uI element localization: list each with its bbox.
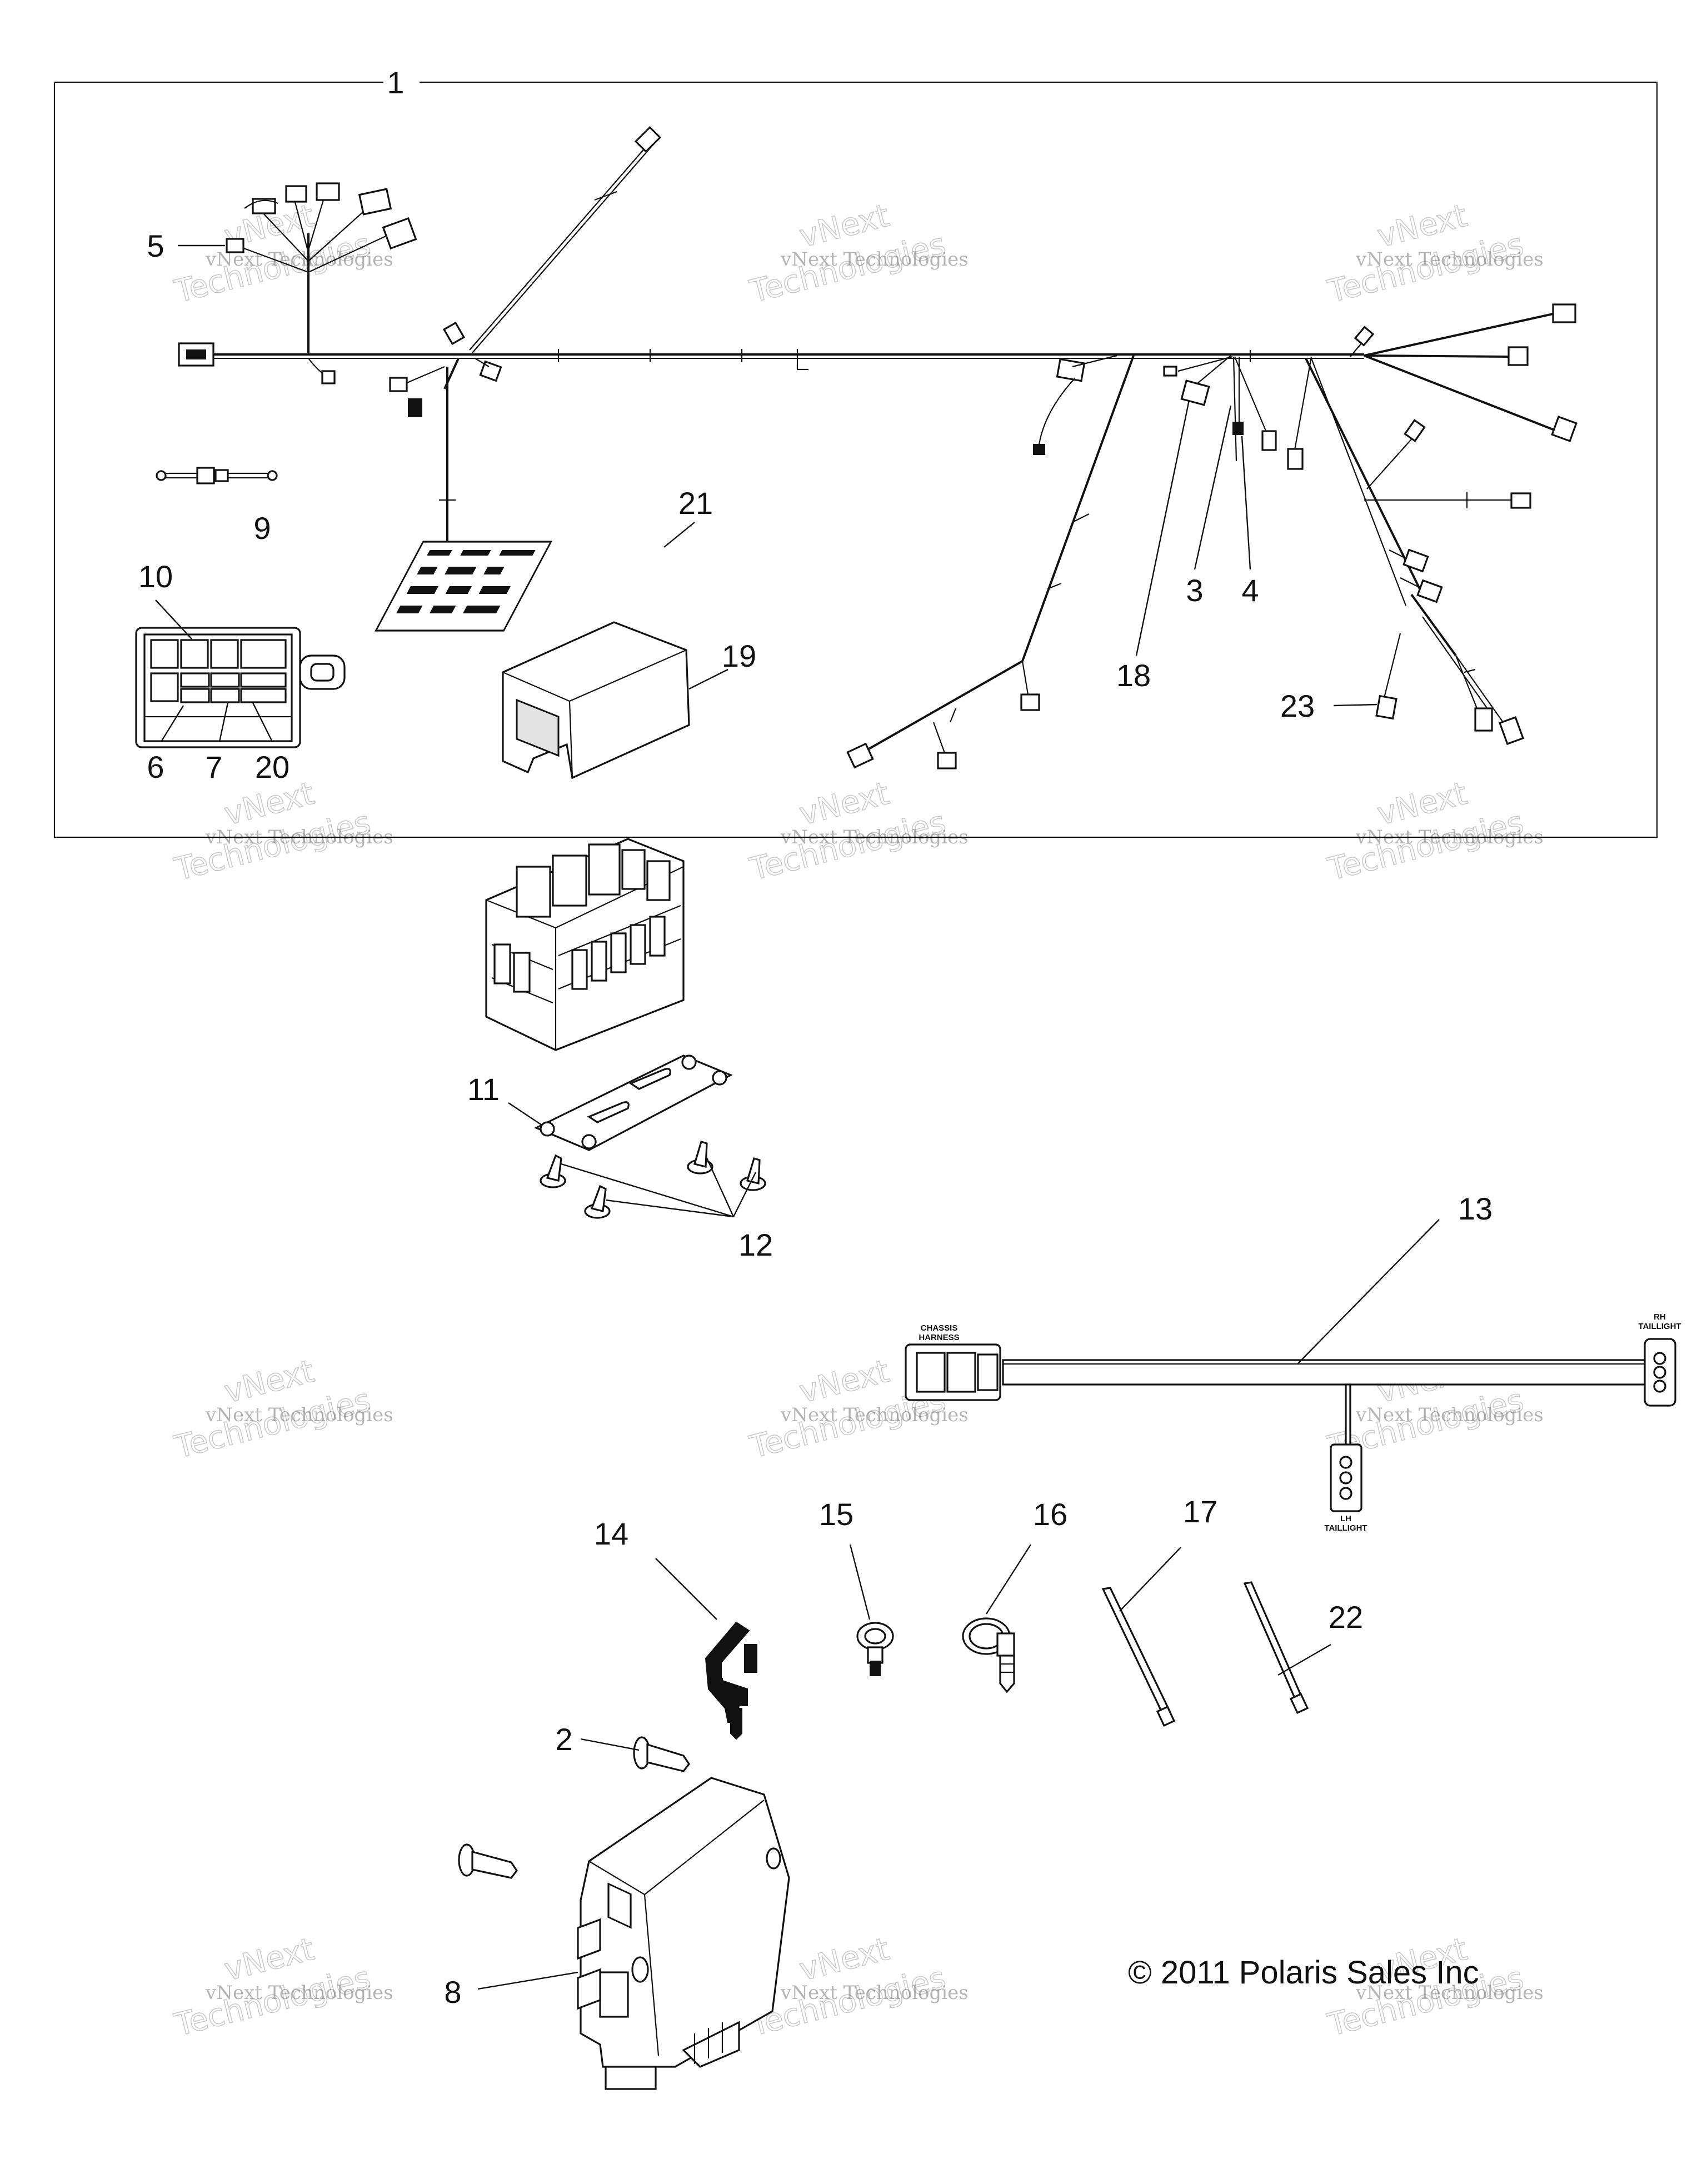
push-rivet	[584, 1185, 611, 1219]
callout-9: 9	[253, 511, 271, 546]
fuse-relay-block	[135, 627, 346, 748]
module-screw	[458, 1843, 518, 1879]
callout-20: 20	[255, 749, 290, 784]
watermark-text: vNext Technologies	[1355, 1982, 1544, 2004]
cable-tie-long	[1101, 1587, 1176, 1727]
callout-3: 3	[1186, 573, 1203, 608]
callout-7: 7	[205, 749, 222, 784]
kit-frame	[53, 81, 1658, 838]
callout-numbers: 1 2 3 4 5 6 7 8 9 10 11 12 13 14 15 16 1…	[138, 65, 1493, 2010]
mounting-plate	[534, 1054, 733, 1151]
relay-module	[485, 838, 685, 1051]
lh-taillight-label: LH	[1340, 1514, 1351, 1523]
callout-23: 23	[1280, 688, 1315, 723]
fuse-box-label	[375, 541, 553, 632]
watermark-text: vNext Technologies	[1355, 248, 1544, 271]
callout-1: 1	[387, 65, 404, 100]
watermark-text: vNext Technologies	[780, 1982, 969, 2004]
watermark-text: vNext Technologies	[205, 1404, 393, 1426]
watermark-text: vNext Technologies	[205, 1982, 393, 2004]
callout-6: 6	[147, 749, 164, 784]
push-rivet	[740, 1157, 766, 1191]
callout-19: 19	[722, 638, 756, 673]
copyright-notice: © 2011 Polaris Sales Inc	[1128, 1955, 1479, 1991]
callout-5: 5	[147, 228, 164, 263]
watermarks: vNext Technologies vNext Technologies vN…	[171, 197, 1544, 2044]
chassis-harness-label: HARNESS	[919, 1333, 959, 1342]
push-rivet	[687, 1141, 713, 1175]
inline-fuse-holder	[156, 467, 278, 484]
rh-taillight-label: RH	[1654, 1312, 1666, 1322]
callout-2: 2	[555, 1722, 572, 1757]
hose-clamp	[962, 1617, 1015, 1693]
callout-21: 21	[678, 486, 713, 521]
callout-12: 12	[738, 1227, 773, 1262]
fuse-box-cover	[502, 621, 690, 779]
callout-15: 15	[819, 1497, 854, 1532]
watermark-text: vNext Technologies	[780, 248, 969, 271]
electronic-control-module	[577, 1777, 790, 2090]
callout-13: 13	[1458, 1191, 1493, 1226]
callout-8: 8	[444, 1975, 461, 2010]
push-rivets	[540, 1141, 766, 1219]
rh-taillight-label: TAILLIGHT	[1638, 1322, 1681, 1331]
callout-18: 18	[1116, 658, 1151, 693]
push-rivet	[540, 1154, 566, 1188]
module-screw	[633, 1736, 690, 1772]
main-wire-harness	[178, 126, 1578, 769]
callout-14: 14	[594, 1516, 628, 1551]
wire-clip	[856, 1622, 894, 1676]
callout-17: 17	[1183, 1494, 1217, 1529]
watermark-text: vNext Technologies	[780, 1404, 969, 1426]
callout-16: 16	[1033, 1497, 1067, 1532]
callout-10: 10	[138, 559, 173, 594]
callout-4: 4	[1241, 573, 1259, 608]
cable-tie-short	[1243, 1581, 1309, 1715]
watermark-text: vNext Technologies	[1355, 1404, 1544, 1426]
chassis-harness-label: CHASSIS	[921, 1323, 958, 1333]
lh-taillight-label: TAILLIGHT	[1324, 1523, 1367, 1533]
leader-lines	[155, 244, 1440, 1990]
callout-11: 11	[467, 1072, 500, 1107]
taillight-harness: CHASSIS HARNESS RH TAILLIGHT LH TAILLIGH…	[905, 1312, 1681, 1533]
callout-22: 22	[1329, 1600, 1363, 1635]
harness-hook-clip	[705, 1621, 757, 1740]
